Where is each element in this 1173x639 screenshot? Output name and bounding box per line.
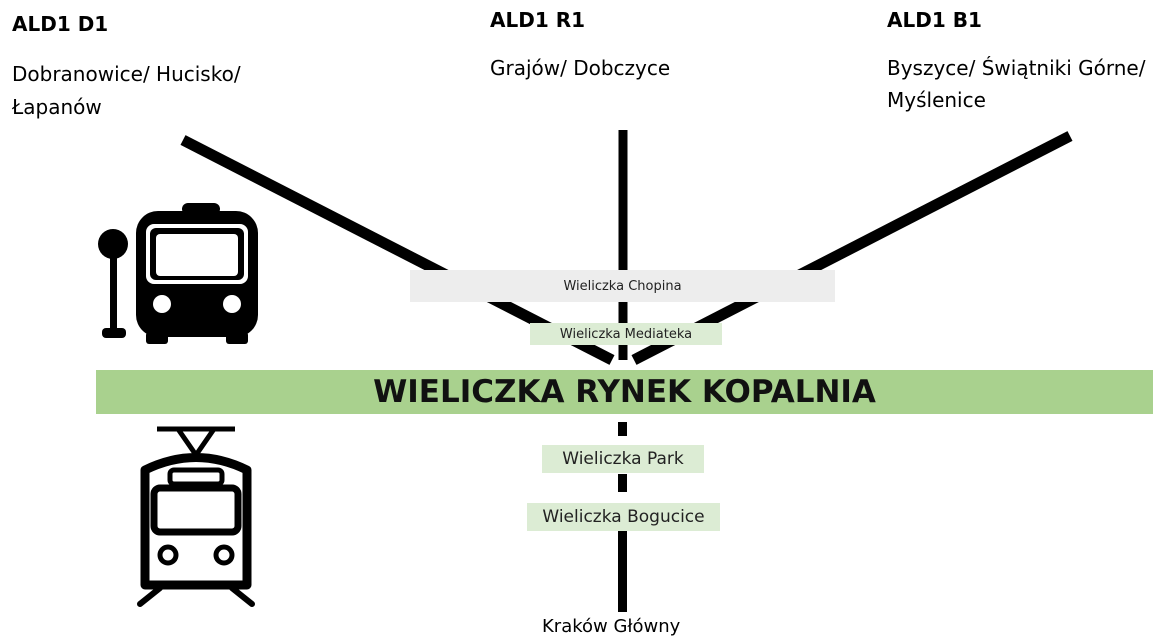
stop-label: Wieliczka Bogucice bbox=[542, 507, 705, 527]
stop-wieliczka-chopina: Wieliczka Chopina bbox=[410, 270, 835, 302]
stop-label: Wieliczka Park bbox=[562, 449, 684, 469]
route-r1-destination: Grajów/ Dobczyce bbox=[490, 56, 671, 80]
stop-wieliczka-park: Wieliczka Park bbox=[542, 445, 704, 473]
route-d1-code: ALD1 D1 bbox=[12, 12, 109, 36]
route-b1-destination-line-1: Byszyce/ Świątniki Górne/ bbox=[887, 56, 1146, 80]
stop-wieliczka-mediateka: Wieliczka Mediateka bbox=[530, 323, 722, 345]
route-b1-destination-line-2: Myślenice bbox=[887, 88, 986, 112]
hub-station-bar: WIELICZKA RYNEK KOPALNIA bbox=[96, 370, 1153, 414]
terminal-krakow-glowny: Kraków Główny bbox=[542, 616, 681, 637]
route-d1-destination-line-1: Dobranowice/ Hucisko/ bbox=[12, 62, 241, 86]
stop-label: Wieliczka Mediateka bbox=[559, 326, 693, 342]
route-b1-line bbox=[631, 131, 1073, 365]
hub-station-name: WIELICZKA RYNEK KOPALNIA bbox=[373, 374, 876, 410]
stop-label: Wieliczka Chopina bbox=[563, 278, 682, 294]
route-r1-code: ALD1 R1 bbox=[490, 8, 586, 32]
route-lower-line bbox=[618, 422, 627, 612]
route-b1-code: ALD1 B1 bbox=[887, 8, 982, 32]
bus-stop-icon bbox=[98, 203, 258, 344]
route-d1-destination-line-2: Łapanów bbox=[12, 95, 102, 119]
tram-icon bbox=[137, 426, 255, 607]
stop-wieliczka-bogucice: Wieliczka Bogucice bbox=[527, 503, 720, 531]
